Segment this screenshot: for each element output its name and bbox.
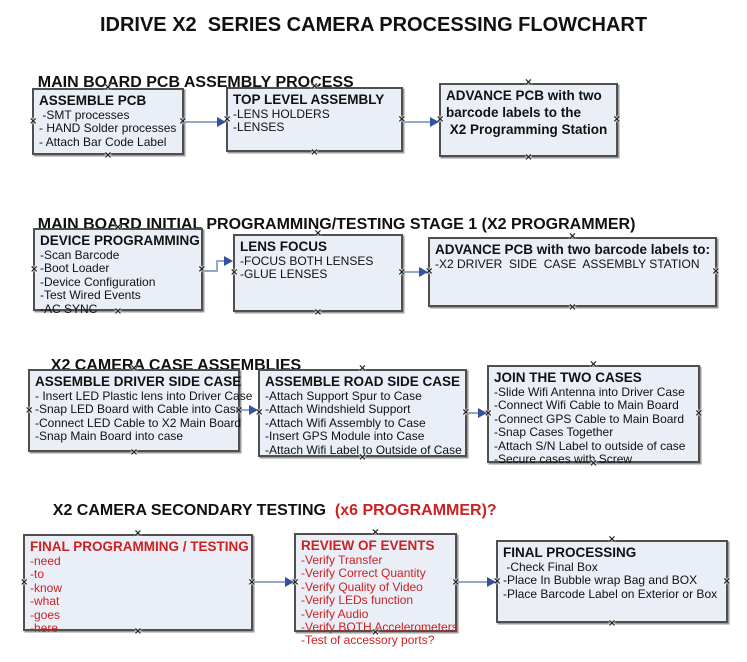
section-heading-red-text: (x6 PROGRAMMER)? (330, 502, 497, 519)
box-line: -Snap Main Board into case (35, 429, 184, 444)
box-line: X2 Programming Station (446, 122, 608, 137)
connection-point-icon: × (524, 152, 533, 163)
box-line: -Snap LED Board with Cable into Case (35, 402, 243, 417)
section-heading-pcb-assembly: MAIN BOARD PCB ASSEMBLY PROCESS (20, 56, 354, 110)
connection-point-icon: × (607, 618, 617, 629)
connection-point-icon: × (20, 576, 29, 588)
box-line: -Place In Bubble wrap Bag and BOX (503, 573, 698, 588)
box-line: -Attach Wifi Label to Outside of Case (265, 442, 462, 457)
box-line: -Place Barcode Label on Exterior or Box (503, 586, 718, 601)
box-line: -Verify BOTH Accelerometers (301, 620, 458, 635)
connection-point-icon: × (722, 575, 731, 587)
box-line: -FOCUS BOTH LENSES (240, 254, 374, 268)
process-box-final-programming-testing: FINAL PROGRAMMING / TESTING -need -to -k… (20, 529, 256, 637)
box-line: barcode labels to the (446, 105, 582, 120)
box-line: -Boot Loader (40, 261, 110, 276)
box-line: -Device Configuration (40, 274, 156, 289)
box-line: -LENS HOLDERS (233, 107, 330, 121)
box-line: - HAND Solder processes (39, 121, 177, 136)
box-line: -Test Wired Events (40, 288, 141, 303)
box-line: -what (30, 594, 60, 609)
section-heading-text: MAIN BOARD PCB ASSEMBLY PROCESS (37, 74, 354, 91)
box-line: -Attach S/N Label to outside of case (494, 438, 686, 453)
box-title: ASSEMBLE PCB (39, 93, 147, 108)
box-line: -Insert GPS Module into Case (265, 429, 425, 444)
box-title: ADVANCE PCB with two (446, 88, 602, 103)
box-line: -SMT processes (39, 108, 130, 122)
box-line: -Attach Windshield Support (265, 402, 411, 417)
process-box-top-level-assembly: TOP LEVEL ASSEMBLY -LENS HOLDERS -LENSES… (223, 82, 406, 158)
connection-point-icon: × (29, 115, 38, 127)
process-box-assemble-road-side-case: ASSEMBLE ROAD SIDE CASE -Attach Support … (255, 364, 470, 463)
box-line: -know (30, 580, 63, 595)
connection-point-icon: × (524, 77, 533, 88)
box-title: FINAL PROCESSING (503, 545, 637, 560)
box-line: -Scan Barcode (40, 248, 120, 262)
process-box-final-processing: FINAL PROCESSING -Check Final Box -Place… (493, 535, 731, 629)
process-box-device-programming: DEVICE PROGRAMMING -Scan Barcode -Boot L… (30, 223, 206, 317)
connection-point-icon: × (711, 266, 720, 277)
box-title: FINAL PROGRAMMING / TESTING (30, 539, 249, 554)
connection-point-icon: × (313, 307, 323, 318)
box-line: -Attach Wifi Assembly to Case (265, 415, 426, 430)
box-line: -need (30, 554, 61, 568)
box-line: -Slide Wifi Antenna into Driver Case (494, 385, 685, 399)
process-box-advance-pcb-programming-station: ADVANCE PCB with two barcode labels to t… (436, 78, 621, 163)
flowchart-title: IDRIVE X2 SERIES CAMERA PROCESSING FLOWC… (99, 14, 648, 36)
box-line: -Connect Wifi Cable to Main Board (494, 398, 679, 413)
box-title: ASSEMBLE DRIVER SIDE CASE (35, 374, 242, 389)
connection-point-icon: × (129, 447, 139, 458)
connection-point-icon: × (358, 363, 367, 374)
connection-point-icon: × (230, 267, 239, 278)
box-line: -Secure cases with Screw (494, 452, 633, 467)
box-line: -Check Final Box (503, 560, 598, 574)
connection-point-icon: × (103, 150, 113, 161)
box-line: -Connect GPS Cable to Main Board (494, 411, 685, 426)
connection-point-icon: × (568, 302, 577, 313)
process-box-assemble-driver-side-case: ASSEMBLE DRIVER SIDE CASE - Insert LED P… (25, 364, 253, 458)
box-line: -Snap Cases Together (494, 425, 614, 440)
box-line: - Attach Bar Code Label (39, 134, 167, 149)
section-heading-text: X2 CAMERA SECONDARY TESTING (52, 502, 331, 519)
box-title: LENS FOCUS (240, 239, 328, 254)
process-box-join-the-two-cases: JOIN THE TWO CASES -Slide Wifi Antenna i… (484, 360, 703, 469)
box-title: ASSEMBLE ROAD SIDE CASE (265, 374, 461, 389)
box-line: -Test of accessory ports? (301, 633, 435, 648)
box-title: JOIN THE TWO CASES (494, 370, 642, 385)
connection-point-icon: × (589, 359, 598, 370)
box-line: -Verify Audio (301, 606, 369, 621)
box-line: -goes (30, 607, 61, 622)
box-line: -Attach Support Spur to Case (265, 389, 422, 403)
box-line: -AC SYNC (40, 301, 98, 316)
process-box-assemble-pcb: ASSEMBLE PCB -SMT processes - HAND Solde… (29, 83, 187, 161)
process-box-review-of-events: REVIEW OF EVENTS -Verify Transfer -Verif… (291, 528, 460, 648)
section-heading-secondary-testing: X2 CAMERA SECONDARY TESTING (x6 PROGRAMM… (35, 484, 497, 538)
box-title: TOP LEVEL ASSEMBLY (233, 92, 385, 107)
box-line: -Verify Transfer (301, 553, 383, 567)
connection-point-icon: × (25, 404, 34, 416)
box-line: -GLUE LENSES (240, 267, 328, 282)
connection-point-icon: × (694, 408, 703, 419)
box-title: ADVANCE PCB with two barcode labels to: (435, 242, 711, 257)
box-line: - Insert LED Plastic lens into Driver Ca… (35, 389, 253, 403)
connection-point-icon: × (30, 263, 39, 275)
box-line: -Verify Quality of Video (301, 579, 423, 594)
process-box-lens-focus: LENS FOCUS -FOCUS BOTH LENSES -GLUE LENS… (230, 229, 406, 318)
connection-point-icon: × (310, 147, 319, 158)
box-line: -X2 DRIVER SIDE CASE ASSEMBLY STATION (435, 257, 700, 271)
process-box-advance-pcb-driver-side: ADVANCE PCB with two barcode labels to: … (425, 232, 720, 313)
box-line: -Verify LEDs function (301, 593, 414, 608)
connection-point-icon: × (612, 114, 621, 125)
box-line: -here (30, 621, 59, 636)
box-title: DEVICE PROGRAMMING (40, 233, 200, 248)
box-line: -LENSES (233, 120, 285, 135)
box-line: -Verify Correct Quantity (301, 566, 426, 581)
connection-point-icon: × (607, 534, 617, 545)
box-line: -Connect LED Cable to X2 Main Board (35, 415, 242, 430)
box-line: -to (30, 567, 45, 582)
box-title: REVIEW OF EVENTS (301, 538, 435, 553)
